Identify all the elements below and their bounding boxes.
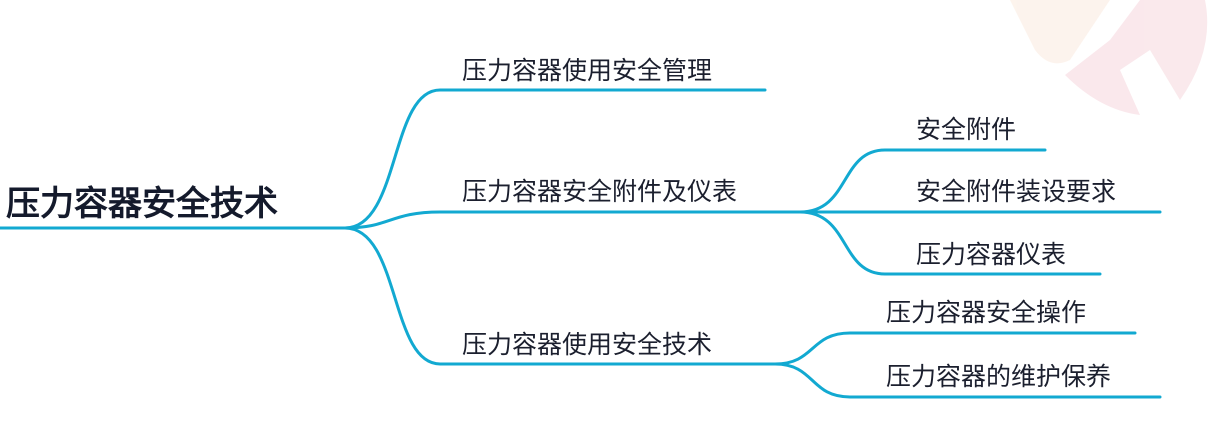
branch-topic[interactable]: 压力容器使用安全管理 <box>462 56 713 85</box>
subtopic[interactable]: 压力容器的维护保养 <box>886 362 1112 391</box>
branch-topic[interactable]: 压力容器使用安全技术 <box>462 330 713 359</box>
root-topic[interactable]: 压力容器安全技术 <box>6 184 278 224</box>
connector-2-3 <box>798 210 1102 276</box>
connector-3-2 <box>773 362 1162 399</box>
subtopic[interactable]: 压力容器仪表 <box>916 240 1067 269</box>
connector-2 <box>343 210 802 230</box>
connector-1 <box>343 88 767 230</box>
connector-3 <box>343 226 777 366</box>
subtopic[interactable]: 安全附件 <box>916 115 1017 144</box>
branch-topic[interactable]: 压力容器安全附件及仪表 <box>462 177 738 206</box>
connector-3-1 <box>773 331 1137 366</box>
subtopic[interactable]: 安全附件装设要求 <box>916 177 1117 206</box>
connector-2-1 <box>798 148 1047 214</box>
subtopic[interactable]: 压力容器安全操作 <box>886 298 1087 327</box>
watermark-logo <box>1010 0 1208 115</box>
